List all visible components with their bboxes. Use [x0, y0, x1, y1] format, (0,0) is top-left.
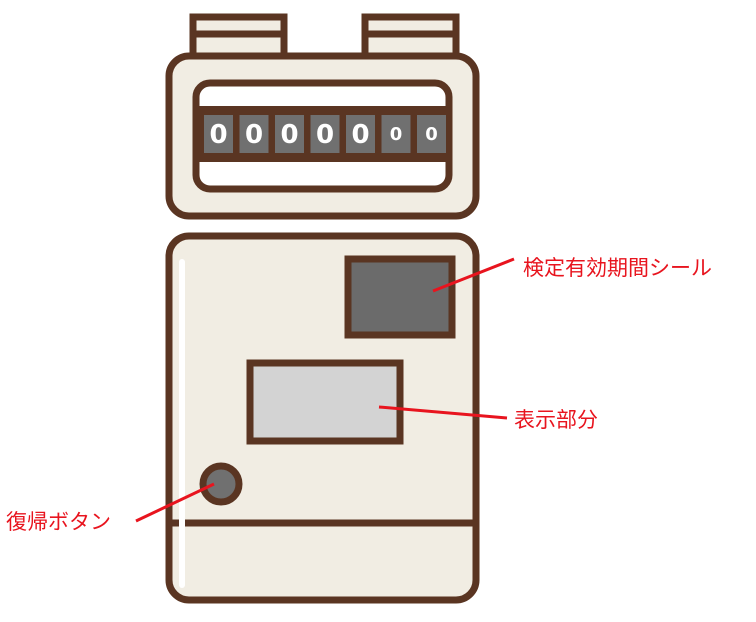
digit-wheel: [346, 115, 375, 153]
digit-value: 0: [209, 120, 227, 150]
digit-value: 0: [425, 124, 438, 145]
reset-button: [199, 462, 243, 506]
seal-callout-line: [432, 257, 515, 293]
button-callout-line: [135, 482, 215, 523]
digit-wheel: [204, 115, 233, 153]
inspection-seal: [344, 255, 456, 339]
digit-wheel: [239, 115, 269, 153]
display-panel: [246, 359, 404, 445]
digit-value: 0: [316, 120, 334, 150]
digit-value: 0: [351, 120, 369, 150]
digit-value: 0: [280, 120, 298, 150]
digit-wheel: [381, 115, 411, 153]
display-label: 表示部分: [514, 408, 598, 432]
digit-wheel: [275, 115, 304, 153]
display-callout-line: [378, 405, 508, 420]
digit-wheel: [310, 115, 340, 153]
reset-button-label: 復帰ボタン: [6, 510, 111, 534]
digit-wheel: [417, 115, 446, 153]
seal-label: 検定有効期間シール: [523, 256, 712, 280]
digit-value: 0: [245, 120, 263, 150]
digit-value: 0: [390, 124, 403, 145]
